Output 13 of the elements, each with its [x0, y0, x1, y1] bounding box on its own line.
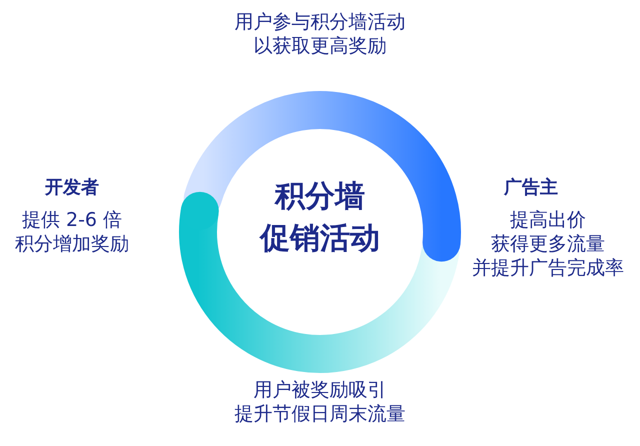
role-heading: 开发者 — [45, 176, 99, 200]
description-text: 提升节假日周末流量 — [234, 402, 406, 426]
description-text: 获得更多流量 — [491, 232, 605, 256]
description-text: 用户被奖励吸引 — [254, 378, 386, 402]
center-title: 促销活动 — [260, 220, 380, 258]
center-title: 积分墙 — [275, 178, 365, 216]
description-text: 以获取更高奖励 — [254, 34, 386, 58]
description-text: 积分增加奖励 — [15, 232, 129, 256]
role-heading: 广告主 — [504, 176, 558, 200]
description-text: 提高出价 — [510, 208, 586, 232]
description-text: 并提升广告完成率 — [472, 256, 624, 280]
description-text: 用户参与积分墙活动 — [234, 10, 406, 34]
description-text: 提供 2-6 倍 — [22, 208, 122, 232]
